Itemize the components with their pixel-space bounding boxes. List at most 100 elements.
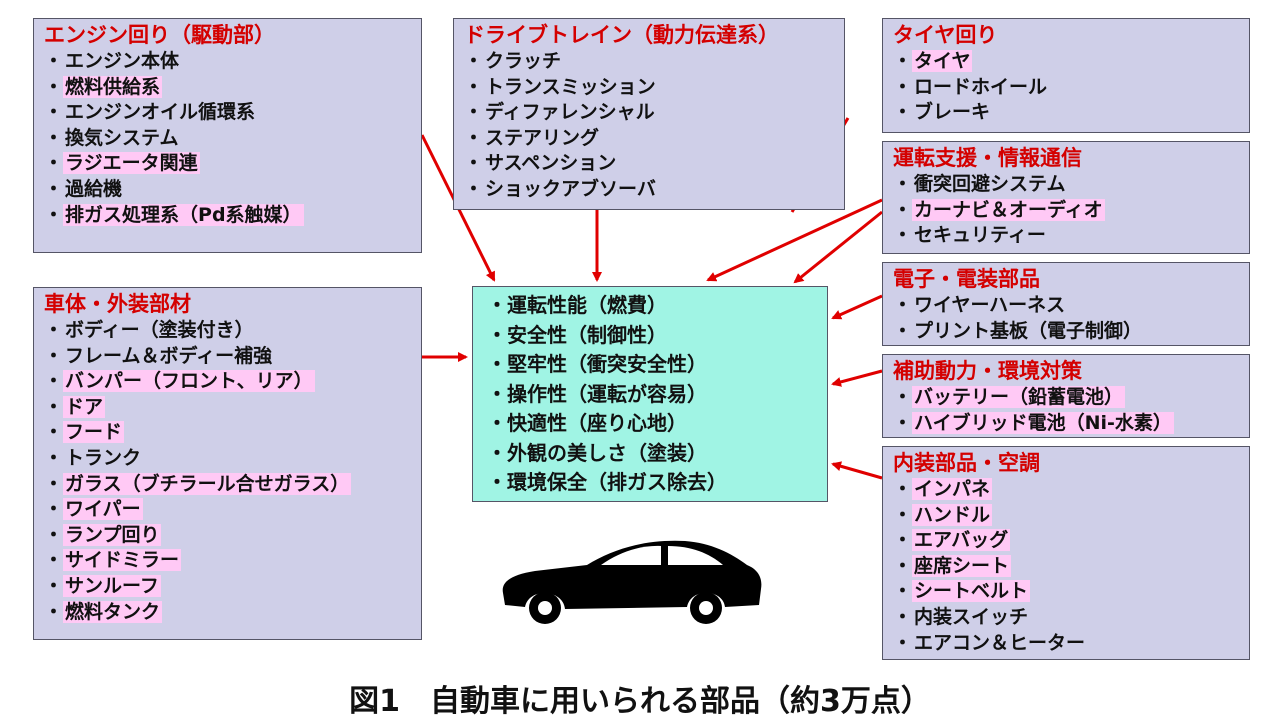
item-text: ボディー（塗装付き） <box>65 319 254 341</box>
list-item: ・インパネ <box>893 477 1239 503</box>
item-text: セキュリティー <box>914 224 1046 247</box>
item-text: トランク <box>65 446 142 469</box>
item-text: ステアリング <box>485 126 600 149</box>
bullet: ・ <box>893 75 913 98</box>
item-text: フード <box>63 421 125 444</box>
bullet: ・ <box>44 319 64 341</box>
bullet: ・ <box>893 50 913 72</box>
list-item: ・バンパー（フロント、リア） <box>44 369 411 395</box>
item-text: エンジン本体 <box>65 50 180 72</box>
item-text: 運転性能（燃費） <box>507 293 667 317</box>
bullet: ・ <box>44 498 64 521</box>
bullet: ・ <box>44 446 64 469</box>
arrow-assist <box>706 198 883 282</box>
item-text: ランプ回り <box>63 523 162 546</box>
item-text: サンルーフ <box>63 574 161 597</box>
item-text: ブレーキ <box>914 101 991 124</box>
item-text: フレーム＆ボディー補強 <box>65 344 273 367</box>
item-text: プリント基板（電子制御） <box>914 319 1143 342</box>
box-drivetrain: ドライブトレイン（動力伝達系）・クラッチ・トランスミッション・ディファレンシャル… <box>453 18 845 210</box>
item-text: エアバッグ <box>912 529 1011 552</box>
box-title: 運転支援・情報通信 <box>893 146 1082 170</box>
bullet: ・ <box>44 50 64 72</box>
list-item: ・衝突回避システム <box>893 172 1239 198</box>
item-text: 座席シート <box>912 554 1012 577</box>
bullet: ・ <box>44 126 64 149</box>
item-text: トランスミッション <box>485 75 656 98</box>
bullet: ・ <box>893 631 913 654</box>
item-text: ドア <box>63 395 106 418</box>
item-text: ハンドル <box>912 503 993 526</box>
box-title: 車体・外装部材 <box>44 292 191 316</box>
bullet: ・ <box>893 411 913 434</box>
item-text: ハイブリッド電池（Ni-水素） <box>912 411 1174 434</box>
item-text: インパネ <box>912 478 993 500</box>
bullet: ・ <box>893 503 913 526</box>
item-text: 過給機 <box>65 177 123 200</box>
car-silhouette-icon <box>502 540 762 624</box>
bullet: ・ <box>44 152 64 175</box>
bullet: ・ <box>44 370 64 393</box>
item-text: クラッチ <box>485 50 562 72</box>
list-item: ・ショックアブソーバ <box>464 177 834 203</box>
item-text: 堅牢性（衝突安全性） <box>507 352 707 376</box>
list-item: ・トランスミッション <box>464 75 834 101</box>
box-assist: 運転支援・情報通信・衝突回避システム・カーナビ＆オーディオ・セキュリティー <box>882 141 1250 254</box>
list-item: ・エアコン＆ヒーター <box>893 631 1239 657</box>
bullet: ・ <box>44 75 64 98</box>
bullet: ・ <box>44 574 64 597</box>
bullet: ・ <box>893 319 913 342</box>
list-item: ・ハンドル <box>893 503 1239 529</box>
box-title: 補助動力・環境対策 <box>893 359 1082 383</box>
item-text: サイドミラー <box>63 549 182 572</box>
bullet: ・ <box>464 126 484 149</box>
item-text: カーナビ＆オーディオ <box>912 198 1105 221</box>
box-power: 補助動力・環境対策・バッテリー（鉛蓄電池）・ハイブリッド電池（Ni-水素） <box>882 354 1250 438</box>
list-item: ・フード <box>44 420 411 446</box>
item-text: ガラス（ブチラール合せガラス） <box>63 472 352 495</box>
bullet: ・ <box>44 523 64 546</box>
list-item: ・ラジエータ関連 <box>44 151 411 177</box>
list-item: ・ボディー（塗装付き） <box>44 318 411 344</box>
list-item: ・カーナビ＆オーディオ <box>893 198 1239 224</box>
item-text: 外観の美しさ（塗装） <box>507 440 707 465</box>
list-item: ・ワイヤーハーネス <box>893 293 1239 319</box>
list-item: ・排ガス処理系（Pd系触媒） <box>44 203 411 229</box>
performance-item: ・堅牢性（衝突安全性） <box>487 350 817 380</box>
list-item: ・ディファレンシャル <box>464 100 834 126</box>
item-text: ワイパー <box>63 498 143 521</box>
list-item: ・ワイパー <box>44 497 411 523</box>
performance-item: ・運転性能（燃費） <box>487 291 817 321</box>
arrow-interior <box>831 461 883 480</box>
item-text: ワイヤーハーネス <box>914 294 1066 316</box>
item-text: 安全性（制御性） <box>507 322 667 347</box>
bullet: ・ <box>464 101 484 124</box>
list-item: ・サイドミラー <box>44 548 411 574</box>
list-item: ・バッテリー（鉛蓄電池） <box>893 385 1239 411</box>
box-title: ドライブトレイン（動力伝達系） <box>464 23 779 47</box>
item-text: 排ガス処理系（Pd系触媒） <box>63 203 304 226</box>
bullet: ・ <box>44 421 64 444</box>
bullet: ・ <box>893 554 913 577</box>
bullet: ・ <box>487 381 507 406</box>
item-text: エンジンオイル循環系 <box>65 101 256 124</box>
performance-item: ・快適性（座り心地） <box>487 409 817 439</box>
bullet: ・ <box>464 152 484 175</box>
figure-caption: 図1 自動車に用いられる部品（約3万点） <box>349 684 931 719</box>
bullet: ・ <box>893 101 913 124</box>
arrow-assist-2 <box>793 210 883 284</box>
list-item: ・トランク <box>44 446 411 472</box>
item-text: 燃料供給系 <box>63 75 163 98</box>
bullet: ・ <box>487 322 507 347</box>
item-text: エアコン＆ヒーター <box>914 631 1086 654</box>
arrow-electronics <box>831 294 883 320</box>
list-item: ・セキュリティー <box>893 223 1239 249</box>
list-item: ・エンジンオイル循環系 <box>44 100 411 126</box>
box-electronics: 電子・電装部品・ワイヤーハーネス・プリント基板（電子制御） <box>882 262 1250 346</box>
bullet: ・ <box>44 600 64 623</box>
list-item: ・フレーム＆ボディー補強 <box>44 344 411 370</box>
item-text: 快適性（座り心地） <box>507 411 687 435</box>
item-text: タイヤ <box>912 50 973 72</box>
item-text: バンパー（フロント、リア） <box>63 370 315 393</box>
item-text: 換気システム <box>65 126 179 149</box>
